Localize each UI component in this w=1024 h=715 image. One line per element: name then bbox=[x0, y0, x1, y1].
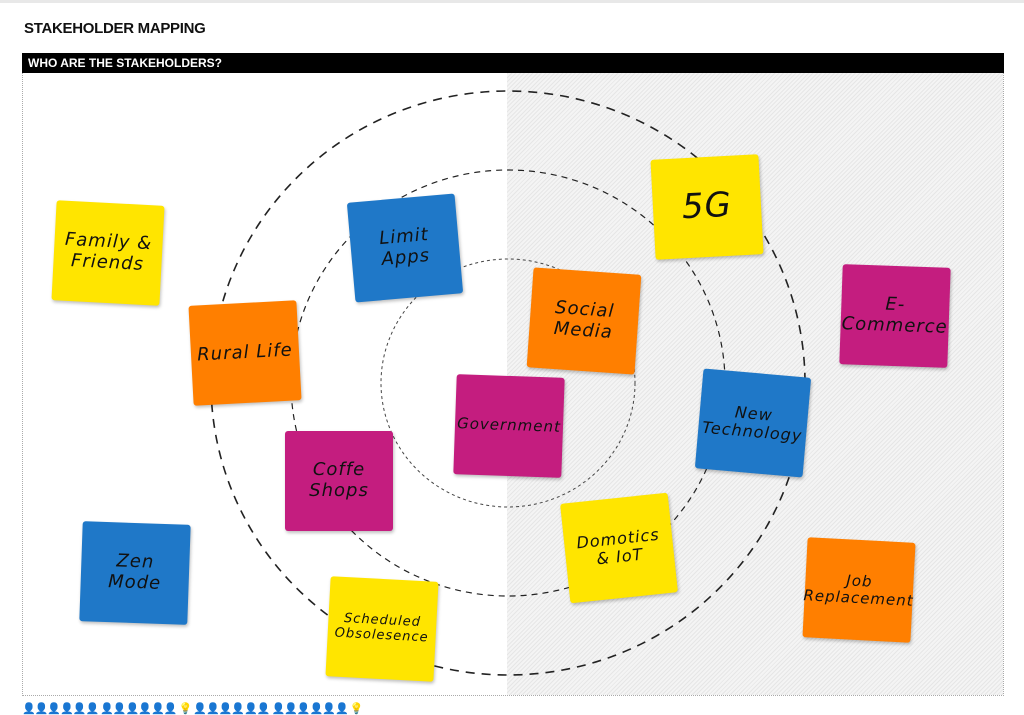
sticky-note[interactable]: Job Replacement bbox=[802, 537, 916, 643]
sticky-note[interactable]: Rural Life bbox=[188, 300, 302, 406]
sticky-note[interactable]: Coffe Shops bbox=[285, 431, 393, 531]
sticky-note[interactable]: Limit Apps bbox=[346, 193, 464, 303]
stakeholder-canvas: Family & Friends Limit Apps 5G Rural Lif… bbox=[22, 73, 1004, 696]
sticky-note[interactable]: Government bbox=[453, 374, 565, 478]
sticky-note[interactable]: E-Commerce bbox=[839, 264, 951, 368]
lightbulb-icon: 💡 bbox=[178, 703, 192, 715]
people-icon: 👤👤👤👤👤👤 👤👤👤👤👤👤 bbox=[22, 703, 177, 715]
page-title: STAKEHOLDER MAPPING bbox=[24, 20, 206, 37]
footer-icons: 👤👤👤👤👤👤 👤👤👤👤👤👤 💡 👤👤👤👤👤👤 👤👤👤👤👤👤 💡 bbox=[22, 702, 364, 715]
sticky-note[interactable]: Zen Mode bbox=[79, 521, 191, 625]
sticky-note[interactable]: Family & Friends bbox=[51, 200, 165, 306]
people-icon: 👤👤👤👤👤👤 👤👤👤👤👤👤 bbox=[193, 703, 348, 715]
sticky-note[interactable]: Domotics & IoT bbox=[560, 492, 678, 604]
sticky-note[interactable]: New Technology bbox=[694, 368, 812, 478]
inner-ring bbox=[380, 258, 636, 508]
sticky-note[interactable]: 5G bbox=[650, 154, 764, 260]
section-header: WHO ARE THE STAKEHOLDERS? bbox=[22, 53, 1004, 73]
sticky-note[interactable]: Social Media bbox=[526, 267, 642, 375]
sticky-note[interactable]: Scheduled Obsolesence bbox=[325, 576, 439, 682]
lightbulb-icon: 💡 bbox=[349, 703, 364, 715]
